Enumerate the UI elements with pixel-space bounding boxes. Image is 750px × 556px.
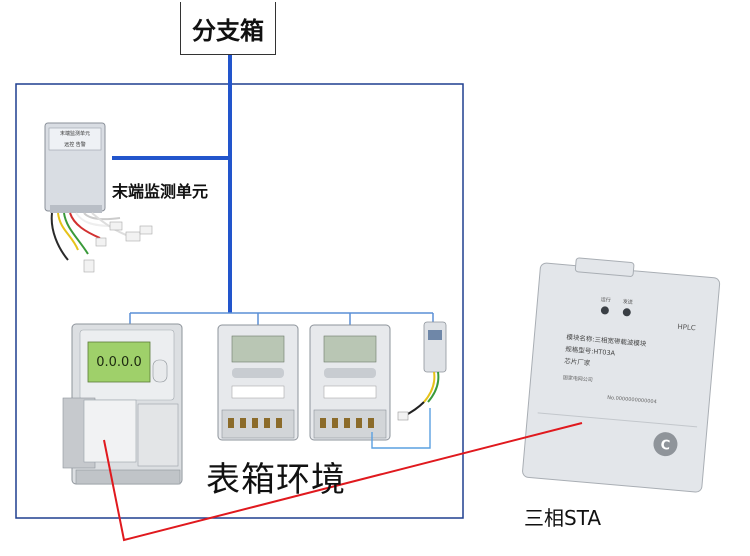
- single-phase-meter-1: [217, 324, 299, 441]
- sta-logo: C: [660, 438, 671, 454]
- branch-box-label: 分支箱: [180, 2, 276, 55]
- meter-env-label: 表箱环境: [206, 460, 346, 500]
- monitor-unit-label: 末端监测单元: [112, 182, 209, 201]
- monitor-panel-title: 末端监测单元: [60, 130, 90, 137]
- sta-led-right-label: 发送: [622, 298, 633, 306]
- monitor-panel-buttons: 远控 告警: [64, 141, 86, 148]
- sensor-loop-line: [371, 408, 431, 449]
- sta-line2: 规格型号:HT03A: [565, 344, 616, 357]
- sta-module: HPLC 运行 发送 模块名称:三相宽带载波模块 规格型号:HT03A 芯片厂家…: [522, 257, 721, 493]
- sta-label: 三相STA: [524, 506, 602, 530]
- sta-badge: HPLC: [677, 323, 696, 333]
- three-phase-display: 0.0.0.0: [96, 355, 141, 370]
- monitor-unit-device: 末端监测单元 远控 告警: [44, 122, 153, 273]
- sta-line3: 芯片厂家: [564, 356, 591, 367]
- meter-box-frame: [15, 83, 464, 519]
- sta-led-left-label: 运行: [601, 296, 612, 304]
- single-phase-meter-2: [309, 324, 391, 441]
- red-connection-line: [103, 422, 583, 542]
- three-phase-meter: 0.0.0.0: [62, 323, 183, 485]
- sta-serial: No.0000000000004: [607, 395, 657, 405]
- small-sensor-module: [397, 321, 447, 421]
- sta-maker: 国家电网公司: [563, 374, 594, 384]
